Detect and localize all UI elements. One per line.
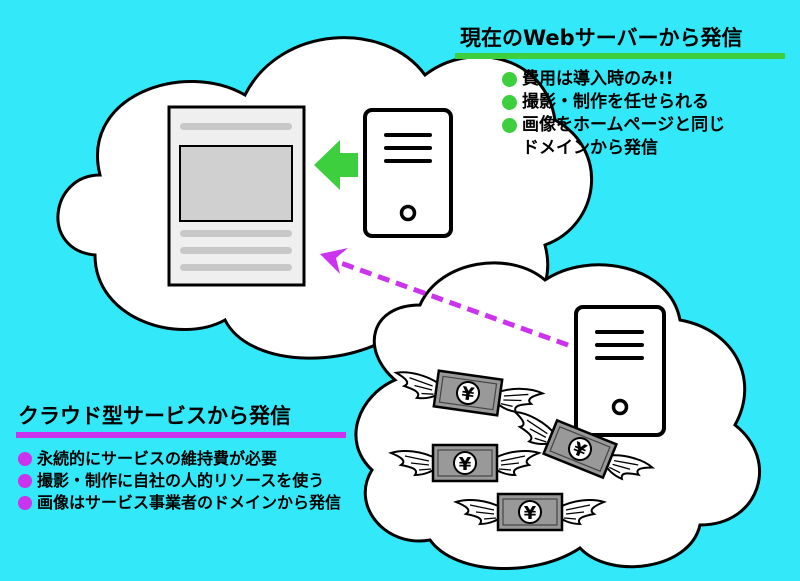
bullet-dot xyxy=(502,72,517,87)
bullet-item: 画像をホームページと同じ xyxy=(502,114,725,137)
bullet-dot xyxy=(18,452,32,466)
current-server-bullets: 費用は導入時のみ!! 撮影・制作を任せられる 画像をホームページと同じ ドメイン… xyxy=(502,68,725,160)
bullet-dot xyxy=(18,496,32,510)
yen-symbol: ¥ xyxy=(524,503,537,524)
flying-money-icon: ¥ xyxy=(392,365,544,421)
cloud-service-underline xyxy=(16,432,346,438)
bullet-text: 撮影・制作を任せられる xyxy=(522,92,709,112)
arrow-icon xyxy=(320,248,569,348)
bullet-continuation: ドメインから発信 xyxy=(502,137,725,160)
cloud-service-bullets: 永続的にサービスの維持費が必要 撮影・制作に自社の人的リソースを使う 画像はサー… xyxy=(18,448,341,514)
bullet-text: 画像はサービス事業者のドメインから発信 xyxy=(37,493,342,512)
flying-money-icon: ¥ xyxy=(391,445,539,481)
cloud-service-heading: クラウド型サービスから発信 xyxy=(18,404,291,428)
bullet-dot xyxy=(18,474,32,488)
bullet-item: 永続的にサービスの維持費が必要 xyxy=(18,448,341,470)
bullet-text: 費用は導入時のみ!! xyxy=(522,69,674,89)
current-server-heading: 現在のWebサーバーから発信 xyxy=(460,26,743,50)
bullet-dot xyxy=(502,95,517,110)
bullet-item: 撮影・制作に自社の人的リソースを使う xyxy=(18,470,341,492)
flying-money-icon: ¥ xyxy=(456,494,604,530)
bullet-item: 費用は導入時のみ!! xyxy=(502,68,725,91)
bullet-item: 画像はサービス事業者のドメインから発信 xyxy=(18,492,341,514)
arrow-icon xyxy=(314,140,358,190)
flying-money-icon: ¥ xyxy=(505,405,656,494)
yen-symbol: ¥ xyxy=(460,383,476,406)
bullet-text: 撮影・制作に自社の人的リソースを使う xyxy=(37,471,325,490)
bullet-text: ドメインから発信 xyxy=(522,138,658,158)
server-icon xyxy=(363,108,453,238)
bullet-text: 永続的にサービスの維持費が必要 xyxy=(37,449,278,468)
yen-symbol: ¥ xyxy=(459,454,472,475)
bullet-item: 撮影・制作を任せられる xyxy=(502,91,725,114)
webpage-icon xyxy=(167,105,306,287)
current-server-underline xyxy=(455,53,785,59)
bullet-dot xyxy=(502,118,517,133)
server-icon xyxy=(574,305,666,437)
bullet-text: 画像をホームページと同じ xyxy=(522,115,726,135)
